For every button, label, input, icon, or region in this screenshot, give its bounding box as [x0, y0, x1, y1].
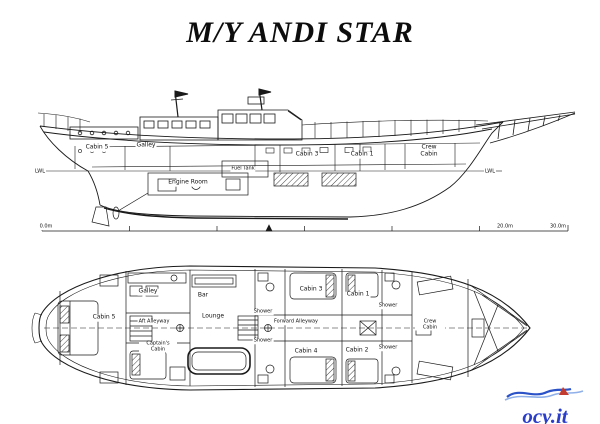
plan-cabin4-label: Cabin 4 — [293, 347, 319, 356]
plan-cabin2-label: Cabin 2 — [344, 346, 370, 355]
plan-shower-fwd-top-label: Shower — [377, 302, 399, 309]
plan-crew-cabin-label: Crew Cabin — [415, 319, 445, 331]
sideview-crew-cabin-label: Crew Cabin — [414, 144, 444, 158]
railings — [37, 112, 489, 138]
plan-shower-fwd-bottom-label: Shower — [377, 344, 399, 351]
plan-shower-aft-top-label: Shower — [252, 308, 274, 315]
plan-shower-aft-bottom-label: Shower — [252, 337, 274, 344]
plan-furniture — [57, 272, 528, 384]
bowsprit — [475, 111, 576, 144]
scale-mark-20m: 20.0m — [495, 223, 515, 230]
superstructure — [69, 96, 303, 141]
scale-mark-0m: 0.0m — [38, 223, 54, 230]
logo-wave-icon — [504, 387, 584, 401]
lwl-port-label: LWL — [33, 168, 47, 175]
plan-cabin5-label: Cabin 5 — [91, 313, 117, 322]
plan-captains-cabin-label: Captain's Cabin — [139, 341, 177, 353]
logo-text: ocy.it — [522, 404, 568, 424]
plan-aft-alleyway-label: Aft Alleyway — [137, 318, 171, 325]
sideview-engine-room-label: Engine Room — [167, 178, 209, 187]
plan-bar-label: Bar — [196, 291, 210, 300]
plan-galley-label: Galley — [137, 287, 159, 296]
sideview-cabin1-label: Cabin 1 — [349, 150, 375, 159]
sideview-galley-label: Galley — [135, 141, 157, 150]
masts — [170, 88, 272, 118]
plan-forward-alleyway-label: Forward Alleyway — [272, 318, 320, 325]
plan-cabin3-label: Cabin 3 — [298, 285, 324, 294]
scale-ruler-drawing — [41, 224, 569, 232]
ocy-logo: ocy.it — [498, 385, 592, 424]
sideview-fuel-tank-label: Fuel Tank — [230, 165, 256, 172]
deck-plan-drawing — [31, 265, 531, 391]
sideview-cabin5-label: Cabin 5 — [84, 143, 110, 152]
sideview-cabin3-label: Cabin 3 — [294, 150, 320, 159]
logo-sail-icon — [559, 387, 569, 395]
lwl-starboard-label: LWL — [483, 168, 497, 175]
plan-cabin1-label: Cabin 1 — [345, 290, 371, 299]
scale-mark-30m: 30.0m — [548, 223, 568, 230]
drawing-title: M/Y ANDI STAR — [186, 16, 414, 49]
side-elevation-drawing — [36, 88, 576, 232]
hull-profile — [39, 121, 504, 220]
plan-lounge-label: Lounge — [200, 312, 226, 321]
